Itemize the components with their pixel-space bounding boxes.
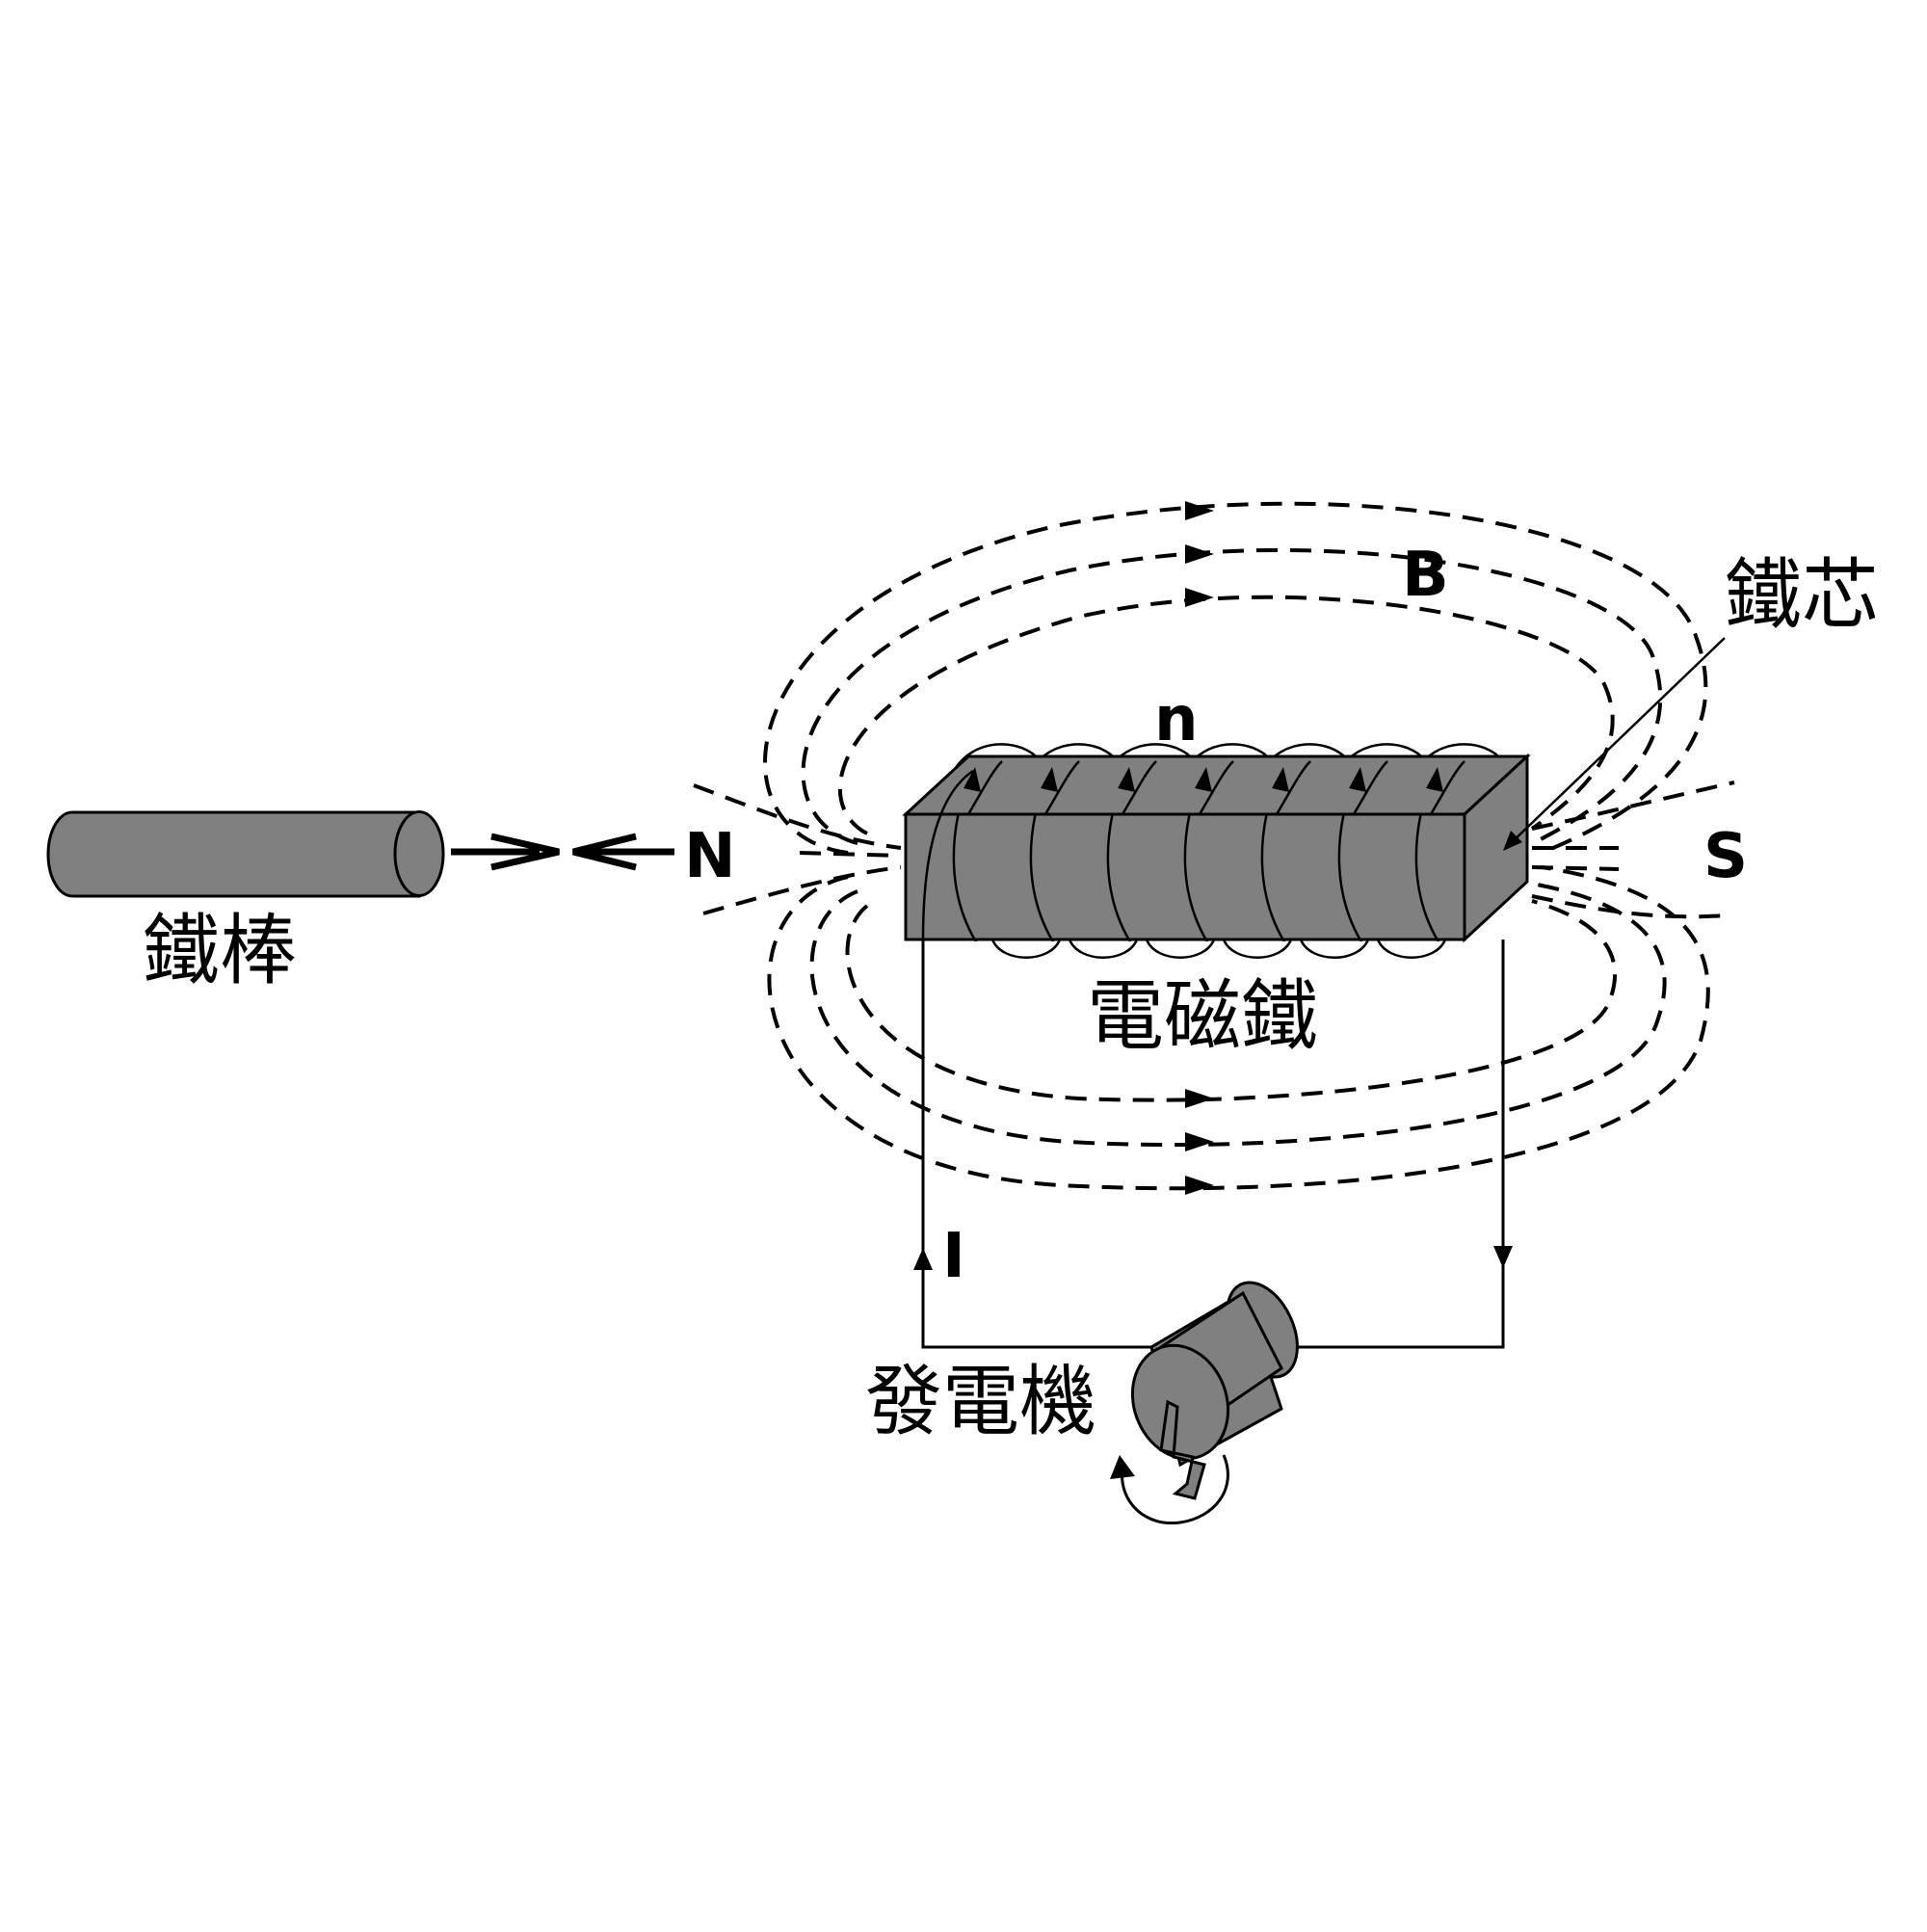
field-label: B	[1402, 540, 1449, 611]
rotation-arrow-icon	[1120, 1454, 1229, 1525]
generator-front	[1130, 1343, 1230, 1461]
current-arrow-up	[913, 1248, 933, 1270]
field-line-bottom-outer	[767, 865, 1710, 1191]
current-label: I	[942, 1221, 965, 1292]
field-direction-arrows	[1185, 501, 1214, 1195]
field-flare-n-2	[702, 865, 902, 915]
iron-rod-end	[393, 810, 445, 897]
field-arrow-4	[1185, 1089, 1214, 1108]
iron-core-leader	[1503, 637, 1726, 851]
field-flare-n-1	[693, 783, 902, 850]
field-arrow-5	[1185, 1132, 1214, 1151]
turns-label: n	[1154, 684, 1199, 755]
iron-rod-label: 鐵棒	[143, 906, 297, 995]
field-line-top-inner	[838, 595, 1615, 835]
attraction-arrows-icon	[451, 833, 674, 871]
field-flare-s-1	[1531, 781, 1735, 831]
field-arrow-6	[1185, 1176, 1214, 1195]
field-line-top-outer	[763, 501, 1708, 855]
iron-core-label: 鐵芯	[1725, 550, 1879, 640]
coil-front	[921, 760, 1465, 959]
field-flare-s-2	[1531, 894, 1726, 919]
field-line-bottom-middle	[809, 883, 1667, 1148]
generator-crank	[1159, 1399, 1206, 1500]
magnetic-field-lines	[693, 501, 1735, 1195]
field-arrow-1	[1185, 501, 1214, 520]
generator-label: 發電機	[865, 1357, 1096, 1446]
iron-rod	[46, 810, 445, 898]
circuit-wire	[913, 940, 1513, 1349]
electromagnet-label: 電磁鐵	[1087, 971, 1318, 1061]
wire-right	[1291, 940, 1505, 1349]
labels: 鐵棒 N S B n I 鐵芯 電磁鐵 發電機	[143, 540, 1879, 1446]
field-arrow-3	[1185, 588, 1214, 607]
iron-rod-body	[46, 810, 421, 898]
current-arrow-down	[1493, 1246, 1513, 1268]
field-line-bottom-inner	[845, 899, 1618, 1102]
field-flare-n-3	[799, 851, 902, 858]
north-pole-label: N	[684, 821, 736, 892]
south-pole-label: S	[1703, 821, 1748, 892]
field-arrow-2	[1185, 544, 1214, 564]
wire-left	[921, 940, 1151, 1349]
field-line-top-middle	[801, 547, 1663, 845]
field-flare-s-4	[1531, 865, 1620, 871]
generator	[1110, 1281, 1299, 1525]
